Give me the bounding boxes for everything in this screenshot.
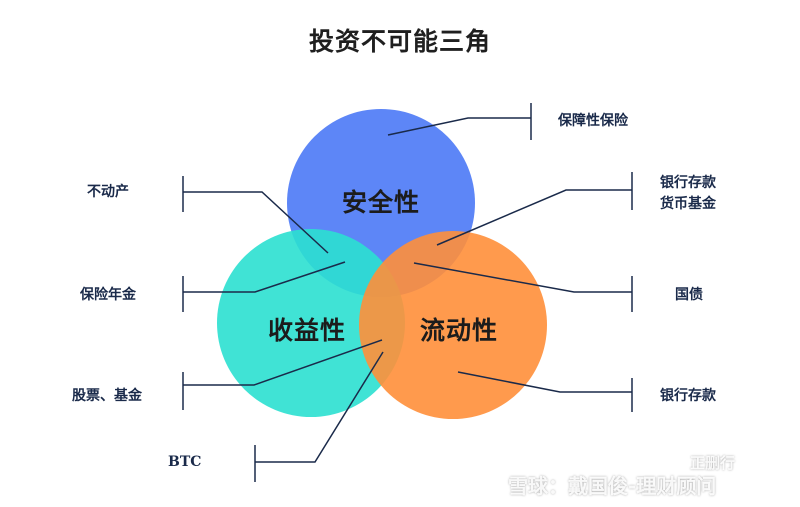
watermark-snowball: 雪球：戴国俊-理财顾问 [508, 474, 717, 498]
connector-treasury-bond [413, 262, 632, 293]
connector-bank-deposit [457, 371, 632, 393]
connector-insurance-annuity [183, 261, 346, 293]
item-bank-deposit: 银行存款 [660, 388, 716, 404]
return-label: 收益性 [268, 316, 347, 345]
connector-bank-money-fund [436, 189, 632, 246]
connector-insurance-protection [387, 117, 531, 136]
diagram-title: 投资不可能三角 [308, 27, 491, 56]
item-stocks-funds: 股票、基金 [72, 388, 142, 404]
item-btc: BTC [168, 454, 202, 470]
return-circle [217, 229, 405, 417]
connector-stocks-funds [183, 339, 383, 386]
item-bank-money-fund-line1: 银行存款 [660, 175, 716, 191]
item-bank-money-fund-line2: 货币基金 [660, 196, 716, 212]
safety-label: 安全性 [342, 188, 421, 217]
item-insurance-protection: 保障性保险 [558, 113, 628, 129]
watermark-account: 正删行 [690, 454, 736, 472]
connector-real-estate [183, 191, 329, 254]
liquidity-label: 流动性 [420, 316, 499, 345]
item-insurance-annuity: 保险年金 [80, 287, 136, 303]
connector-btc [255, 351, 384, 463]
item-real-estate: 不动产 [87, 184, 129, 200]
item-treasury-bond: 国债 [675, 287, 703, 303]
